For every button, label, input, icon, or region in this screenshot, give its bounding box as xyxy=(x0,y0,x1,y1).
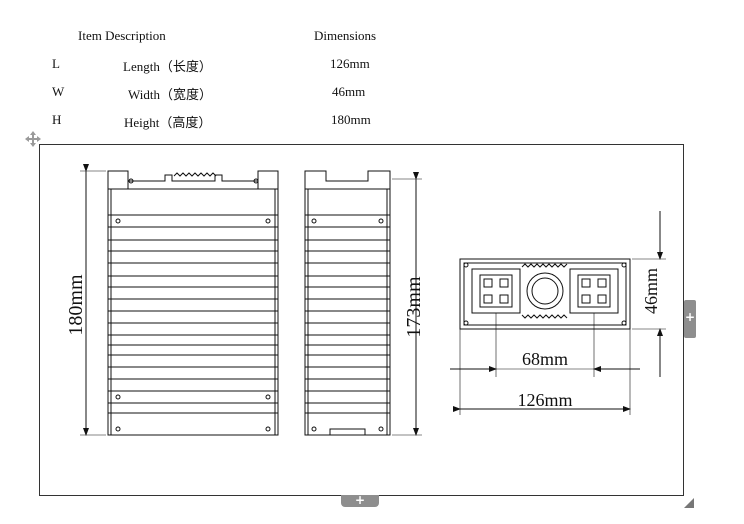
resize-icon[interactable] xyxy=(684,495,694,508)
header-dimensions: Dimensions xyxy=(314,28,377,43)
row-value-width: 46mm xyxy=(332,84,366,99)
side-height-label: 173mm xyxy=(403,276,425,338)
move-icon[interactable] xyxy=(24,130,42,148)
row-value-length: 126mm xyxy=(330,56,370,71)
header-item-description: Item Description xyxy=(78,28,166,43)
row-desc-width: Width（宽度） xyxy=(128,87,212,102)
row-desc-height: Height（高度） xyxy=(124,115,212,130)
row-code-h: H xyxy=(52,112,62,127)
expand-right-button[interactable]: + xyxy=(684,300,696,338)
top-inner-label: 68mm xyxy=(522,349,568,369)
side-view xyxy=(304,170,422,436)
drawing-frame: 180mm 173mm xyxy=(39,144,684,496)
row-value-height: 180mm xyxy=(331,112,371,127)
plus-icon: + xyxy=(355,493,366,507)
front-height-label: 180mm xyxy=(65,274,87,336)
front-view xyxy=(80,164,279,436)
row-code-w: W xyxy=(52,84,65,99)
expand-bottom-button[interactable]: + xyxy=(341,493,379,507)
top-width-label: 46mm xyxy=(641,268,661,314)
row-desc-length: Length（长度） xyxy=(123,59,212,74)
plus-icon: + xyxy=(685,310,696,324)
technical-drawing: 180mm 173mm xyxy=(65,164,666,436)
top-length-label: 126mm xyxy=(517,390,572,410)
row-code-l: L xyxy=(52,56,60,71)
top-view xyxy=(450,211,666,415)
